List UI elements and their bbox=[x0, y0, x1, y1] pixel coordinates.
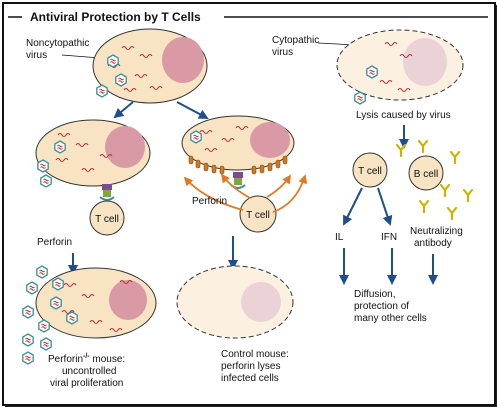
t-cell-left-label: T cell bbox=[95, 214, 119, 225]
virus-icon bbox=[107, 54, 119, 68]
virus-icon bbox=[190, 130, 202, 144]
infected-cell-bottom-left bbox=[35, 267, 157, 339]
perforin-arrow bbox=[272, 174, 308, 213]
lysed-cell-cytopathic bbox=[336, 29, 464, 101]
antibody-icon bbox=[449, 150, 461, 165]
virus-icon bbox=[115, 73, 127, 87]
antibody-icon bbox=[395, 143, 407, 158]
noncytopathic-virus-label: Noncytopathic bbox=[26, 38, 89, 49]
antibody-icon bbox=[439, 183, 451, 198]
antibody-icon bbox=[462, 188, 474, 203]
noncytopathic-virus-label-2: virus bbox=[26, 50, 47, 61]
arrow-down-right bbox=[176, 101, 209, 119]
infected-cell-left bbox=[35, 119, 151, 187]
arrow-il bbox=[343, 187, 363, 226]
tcr-mhc-receptor bbox=[99, 184, 115, 201]
antibody-icon bbox=[418, 199, 430, 214]
control-mouse-label: Control mouse: bbox=[221, 349, 289, 360]
lysed-cell-control bbox=[176, 265, 294, 339]
neutralizing-antibody-label-2: antibody bbox=[414, 238, 452, 249]
cytopathic-virus-label-2: virus bbox=[272, 47, 293, 58]
virus-icon bbox=[50, 296, 62, 310]
diffusion-label-2: protection of bbox=[354, 301, 409, 312]
virus-icon bbox=[37, 159, 49, 173]
antibody-icon bbox=[417, 139, 429, 154]
virus-icon bbox=[40, 174, 52, 188]
perforin-arrow bbox=[220, 173, 251, 199]
virus-icon bbox=[26, 281, 38, 295]
virus-icon bbox=[22, 305, 34, 319]
lysis-caused-by-virus-label: Lysis caused by virus bbox=[356, 110, 451, 121]
perforin-left-label: Perforin bbox=[37, 237, 72, 248]
infected-cell-middle bbox=[181, 115, 295, 171]
virus-icon bbox=[66, 311, 78, 325]
t-cell-right-label: T cell bbox=[358, 166, 382, 177]
virus-icon bbox=[22, 333, 34, 347]
perforin-ko-label-2: uncontrolled bbox=[62, 366, 116, 377]
arrow-ifn bbox=[377, 187, 393, 226]
t-cell-left bbox=[89, 200, 125, 236]
perforin-arrow bbox=[183, 176, 244, 211]
virus-icon bbox=[38, 319, 50, 333]
virus-icon bbox=[54, 140, 66, 154]
t-cell-middle-label: T cell bbox=[246, 210, 270, 221]
virus-icon bbox=[52, 277, 64, 291]
virus-icon bbox=[36, 265, 48, 279]
page-title: Antiviral Protection by T Cells bbox=[30, 10, 201, 24]
perforin-ko-label: Perforin-/- mouse: bbox=[48, 353, 125, 365]
arrow-down-left bbox=[113, 101, 134, 119]
ifn-label: IFN bbox=[381, 232, 397, 243]
perforin-middle-label: Perforin bbox=[192, 196, 227, 207]
virus-icon bbox=[354, 91, 366, 105]
cytopathic-virus-label: Cytopathic bbox=[272, 35, 319, 46]
virus-icon bbox=[96, 84, 108, 98]
diffusion-label-3: many other cells bbox=[354, 313, 427, 324]
b-cell-label: B cell bbox=[414, 169, 438, 180]
t-cell-right bbox=[352, 152, 388, 188]
antibody-icon bbox=[446, 206, 458, 221]
perforin-arrow bbox=[266, 174, 291, 198]
il-label: IL bbox=[335, 232, 344, 243]
control-mouse-label-2: perforin lyses bbox=[221, 361, 280, 372]
pointer-line bbox=[61, 54, 101, 59]
t-cell-middle bbox=[239, 195, 277, 233]
control-mouse-label-3: infected cells bbox=[221, 373, 279, 384]
virus-icon bbox=[22, 351, 34, 365]
virus-icon bbox=[366, 65, 378, 79]
neutralizing-antibody-label: Neutralizing bbox=[410, 226, 463, 237]
virus-icon bbox=[40, 337, 52, 351]
diffusion-label: Diffusion, bbox=[354, 289, 396, 300]
perforin-ko-label-3: viral proliferation bbox=[50, 378, 123, 389]
b-cell bbox=[408, 155, 444, 191]
